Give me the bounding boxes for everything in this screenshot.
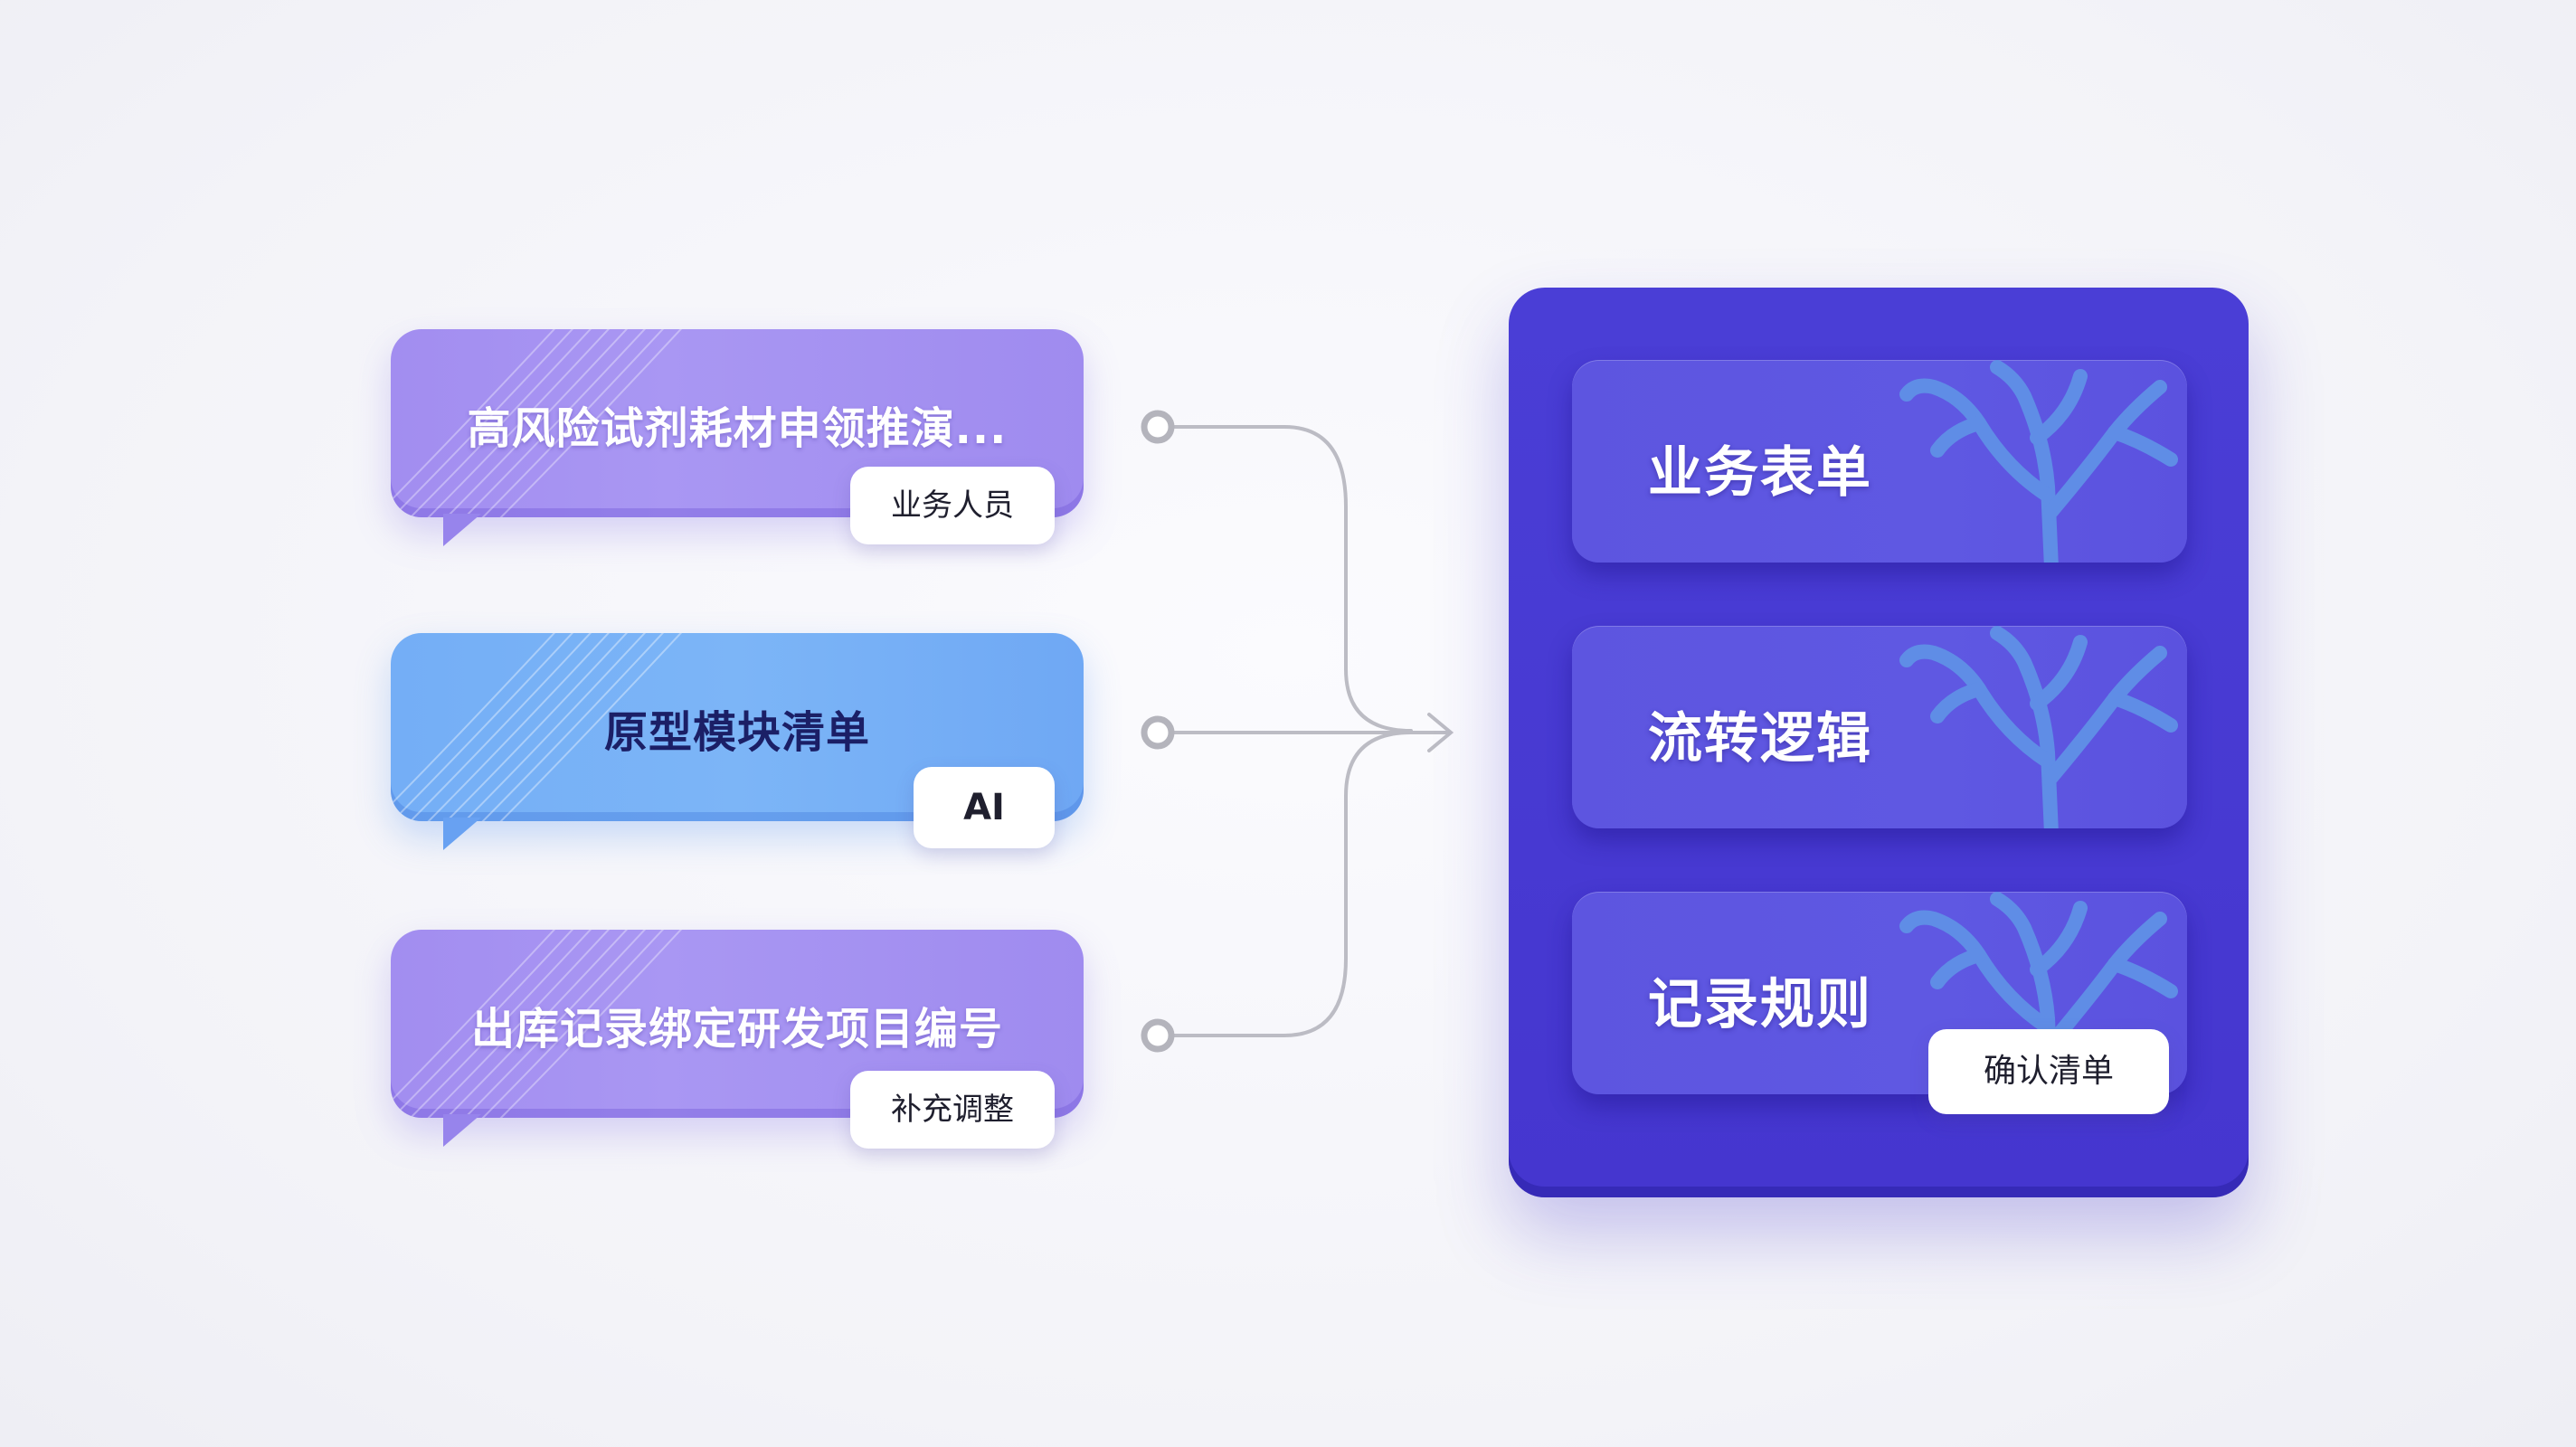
branch-tree-icon: [1899, 892, 2178, 1094]
confirm-list-tag: 确认清单: [1928, 1029, 2169, 1114]
connector-dot-3: [1141, 1018, 1175, 1053]
speech-bubble-tail: [443, 514, 481, 546]
input-card-1: 高风险试剂耗材申领推演... 业务人员: [391, 329, 1084, 546]
input-card-3: 出库记录绑定研发项目编号 补充调整: [391, 930, 1084, 1149]
input-card-2: 原型模块清单 AI: [391, 633, 1084, 850]
output-card-label: 记录规则: [1648, 973, 1872, 1036]
speech-bubble-tail: [443, 1114, 481, 1147]
input-card-title: 出库记录绑定研发项目编号: [470, 1004, 1003, 1055]
connector-dot-2: [1141, 715, 1175, 750]
connector-top: [1156, 425, 1413, 733]
input-card-title: 原型模块清单: [603, 707, 870, 758]
branch-tree-icon: [1899, 626, 2178, 828]
output-panel: 业务表单 流转逻辑 记录规则 确: [1509, 288, 2249, 1197]
branch-tree-icon: [1899, 360, 2178, 563]
role-tag: 补充调整: [850, 1071, 1055, 1149]
output-card-label: 流转逻辑: [1648, 707, 1872, 771]
connector-bottom: [1156, 731, 1413, 1037]
output-card-label: 业务表单: [1648, 441, 1872, 505]
output-card-2: 流转逻辑: [1572, 626, 2187, 828]
role-tag: AI: [914, 767, 1055, 848]
speech-bubble-tail: [443, 818, 481, 850]
role-tag: 业务人员: [850, 467, 1055, 544]
connector-dot-1: [1141, 410, 1175, 444]
output-card-1: 业务表单: [1572, 360, 2187, 563]
arrow-right-icon: [1427, 713, 1454, 752]
input-card-title: 高风险试剂耗材申领推演...: [467, 403, 1008, 454]
